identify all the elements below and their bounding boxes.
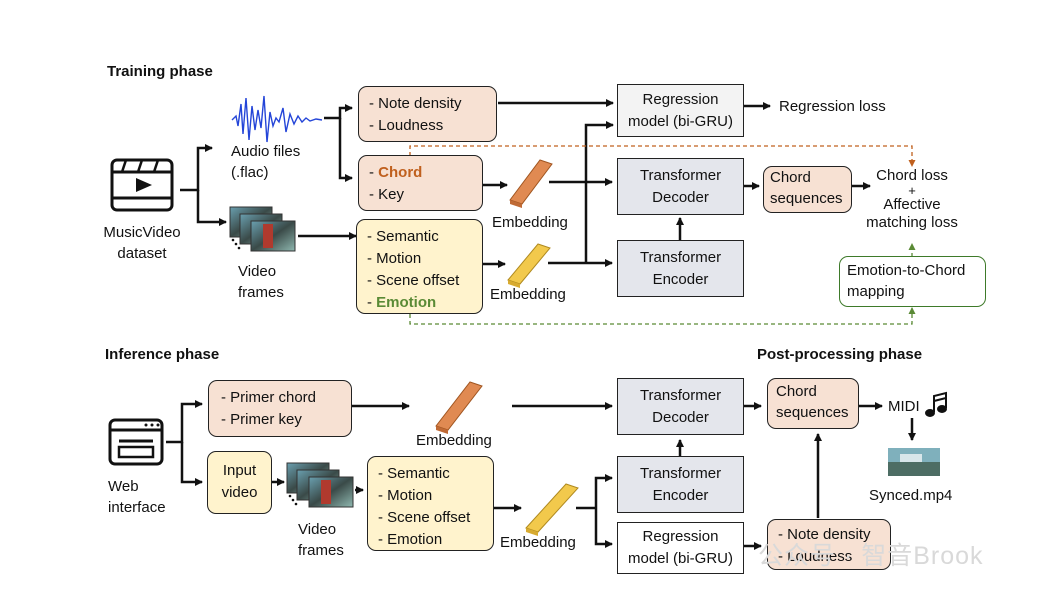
loss-label: Chord loss + Affective matching loss — [866, 167, 958, 231]
web-browser-icon — [108, 418, 164, 466]
embedding-block-icon — [509, 159, 553, 208]
music-note-icon — [925, 391, 947, 417]
synced-video-thumbnail — [888, 448, 940, 476]
video-frames-icon — [286, 462, 354, 508]
video-features-box: - Semantic - Motion - Scene offset - Emo… — [367, 456, 494, 551]
regression-loss-label: Regression loss — [779, 98, 886, 115]
embedding-label: Embedding — [416, 432, 492, 449]
film-icon — [110, 158, 174, 212]
training-phase-title: Training phase — [107, 63, 213, 80]
embedding-label: Embedding — [492, 214, 568, 231]
primer-box: - Primer chord- Primer key — [208, 380, 352, 437]
inference-phase-title: Inference phase — [105, 346, 220, 363]
note-density-box: - Note density- Loudness — [767, 519, 891, 570]
midi-label: MIDI — [888, 398, 920, 415]
post-processing-phase-title: Post-processing phase — [757, 346, 923, 363]
chord-key-box: - Chord - Key — [358, 155, 483, 211]
synced-mp4-label: Synced.mp4 — [869, 487, 953, 504]
embedding-label: Embedding — [500, 534, 576, 551]
embedding-label: Embedding — [490, 286, 566, 303]
video-features-box: - Semantic - Motion - Scene offset - Emo… — [356, 219, 483, 314]
embedding-block-icon — [507, 243, 551, 288]
embedding-block-icon — [525, 483, 579, 536]
audio-files-label: Audio files(.flac) — [231, 143, 301, 181]
waveform-icon — [231, 95, 323, 143]
emotion-highlight: Emotion — [376, 294, 437, 311]
watermark: 公众号 · 智音Brook — [758, 542, 984, 570]
note-density-box: - Note density- Loudness — [358, 86, 497, 142]
video-frames-icon — [229, 206, 296, 252]
chord-highlight: Chord — [378, 164, 423, 181]
embedding-block-icon — [435, 381, 483, 434]
